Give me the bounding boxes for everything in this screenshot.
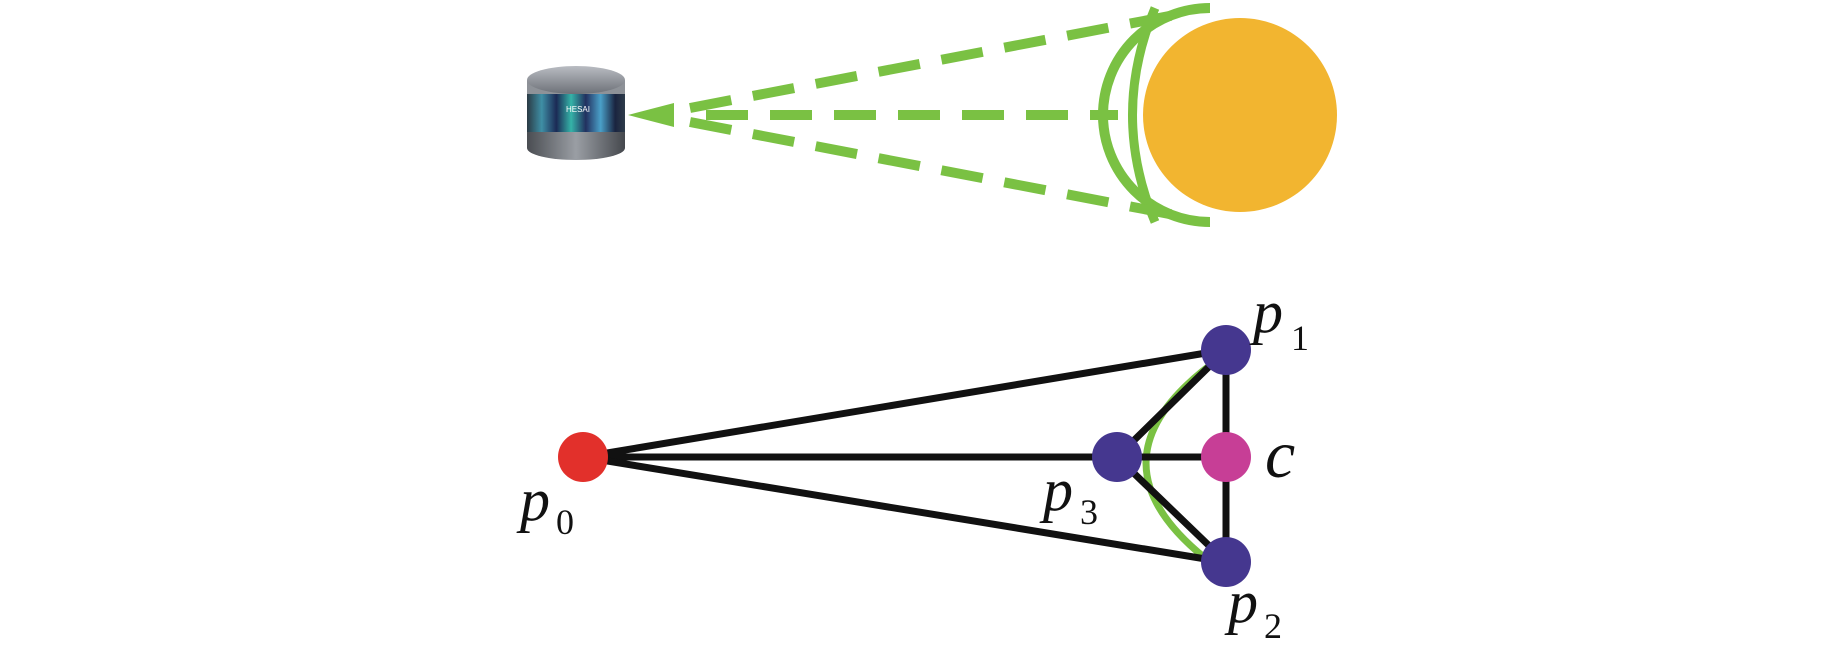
label-p0-base: p <box>516 467 550 533</box>
label-p2-sub: 2 <box>1264 606 1282 646</box>
laser-beams <box>689 9 1181 221</box>
label-p0-sub: 0 <box>556 502 574 542</box>
label-c: c <box>1265 416 1295 492</box>
edge-p3-p1 <box>1113 346 1230 461</box>
label-p3: p 3 <box>1039 457 1098 532</box>
vertex-c <box>1201 432 1251 482</box>
sensor-top <box>527 66 625 94</box>
label-p2-base: p <box>1224 569 1258 635</box>
edge-p0-p1 <box>579 346 1228 461</box>
sensor-brand: HESAI <box>566 105 590 114</box>
label-p1-base: p <box>1249 279 1283 345</box>
label-p3-sub: 3 <box>1080 492 1098 532</box>
geometry-model: p 0 p 1 p 2 p 3 c <box>516 279 1309 646</box>
vertex-p3 <box>1092 432 1142 482</box>
visible-arc-outer <box>1128 6 1160 224</box>
vertex-p1 <box>1201 325 1251 375</box>
sensor-base-band <box>527 130 625 148</box>
vertex-p0 <box>558 432 608 482</box>
label-p2: p 2 <box>1224 569 1282 646</box>
edge-p3-p2 <box>1113 453 1230 566</box>
sensor-window <box>527 92 625 132</box>
label-p0: p 0 <box>516 467 574 542</box>
model-edges <box>579 346 1230 566</box>
label-p1-sub: 1 <box>1291 318 1309 358</box>
label-p1: p 1 <box>1249 279 1309 358</box>
edge-p0-p2 <box>579 453 1228 566</box>
beam-origin-wedge <box>628 103 674 127</box>
beam-upper <box>689 9 1181 113</box>
lidar-sensor-icon: HESAI <box>527 66 625 160</box>
scan-illustration: HESAI <box>527 3 1337 227</box>
vertex-p2 <box>1201 537 1251 587</box>
label-p3-base: p <box>1039 457 1073 523</box>
target-circle <box>1143 18 1337 212</box>
beam-lower <box>689 117 1181 221</box>
